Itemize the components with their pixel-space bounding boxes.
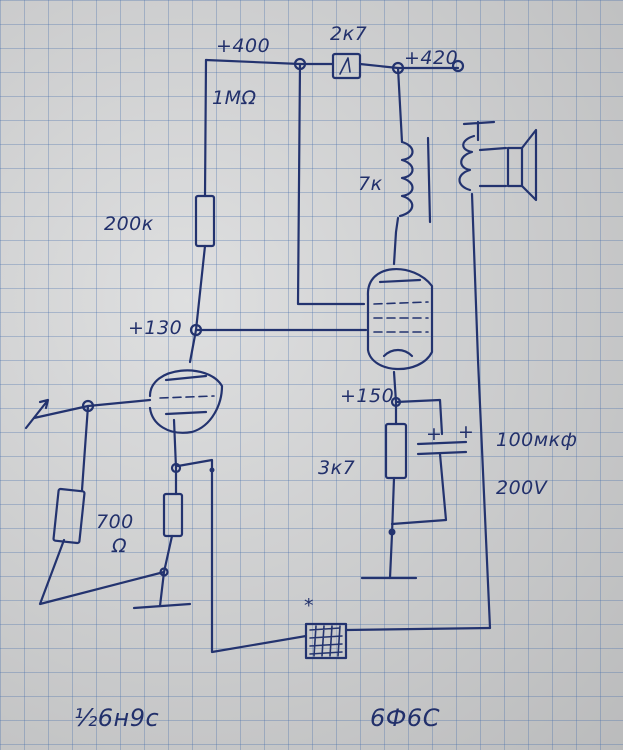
label-ohm: Ω	[111, 535, 127, 557]
bottom-component	[304, 622, 348, 660]
node-v2-ground	[388, 528, 396, 536]
label-cap-plus-left: +	[426, 423, 442, 445]
label-200v: 200V	[496, 477, 549, 499]
tube-v1-6n9s	[148, 369, 224, 434]
ground-v1	[132, 602, 192, 610]
label-700: 700	[96, 511, 134, 533]
nodes	[81, 57, 465, 577]
node-plus420	[391, 61, 405, 75]
label-plus400: +400	[216, 35, 270, 57]
wire-input-to-grid	[86, 398, 152, 408]
wire-from-choke	[358, 62, 400, 70]
label-feedback-1m: 1МΩ	[212, 87, 257, 109]
ot-secondary-coil	[458, 134, 476, 192]
resistor-200k	[194, 194, 216, 248]
wire-150-to-cap	[394, 398, 444, 436]
wire-700-to-ground	[162, 534, 174, 574]
input-terminal	[81, 399, 95, 413]
label-plus420: +420	[404, 47, 458, 69]
tube-v1-plate	[164, 374, 208, 382]
bottom-component-hatch	[309, 625, 343, 657]
label-7k: 7к	[358, 173, 383, 195]
node-v1-cathode	[170, 462, 182, 474]
wire-grid-leak-bottom	[38, 538, 166, 606]
node-plus400	[293, 57, 307, 71]
ot-core	[426, 136, 432, 224]
wire-v2-ground-leg	[388, 532, 394, 580]
ground-symbols	[132, 576, 418, 610]
wire-to-ot-primary	[396, 66, 404, 144]
wire-left-upper	[203, 58, 208, 198]
label-choke: 2к7	[330, 23, 367, 45]
tube-v2-screen	[373, 301, 429, 305]
node-plus130	[189, 323, 203, 337]
wire-v1-cathode	[172, 418, 178, 470]
tube-v1-envelope	[148, 369, 224, 434]
label-200k: 200к	[104, 213, 154, 235]
choke-mark	[339, 57, 351, 75]
resistor-3k7	[384, 422, 408, 480]
label-3k7: 3к7	[318, 457, 355, 479]
speaker-magnet	[506, 146, 524, 188]
wire-200k-to-130	[194, 244, 207, 332]
resistor-700	[162, 492, 184, 538]
label-100uf: 100мкф	[496, 429, 577, 451]
label-cap-plus-right: +	[458, 421, 474, 443]
wire-v1-ground-leg	[158, 570, 166, 608]
wire-secondary-down	[470, 192, 492, 630]
wire-ot-to-v2	[392, 216, 400, 266]
resistor-grid-leak	[52, 487, 86, 545]
tube-v1-cathode	[164, 410, 208, 416]
node-feedback	[209, 467, 215, 473]
ot-secondary-tap	[462, 120, 496, 142]
wire-cap-to-ground	[390, 452, 448, 526]
labels: +400 2к7 +420 1МΩ 200к +130 7к +150 3к7 …	[74, 23, 577, 732]
node-v1-ground	[159, 567, 169, 577]
speaker-leads	[478, 146, 508, 188]
tube-v2-envelope	[366, 267, 434, 371]
wire-grid-leak-top	[80, 404, 90, 492]
tube-v1-grid	[159, 395, 215, 399]
tube-v2-6f6s	[366, 267, 434, 371]
label-tube-v2: 6Ф6С	[370, 704, 440, 732]
wire-bottom-right	[344, 626, 492, 632]
tube-v2-cathode	[382, 348, 414, 358]
wire-screen-grid	[296, 62, 366, 306]
supply-terminal	[451, 59, 465, 73]
label-tube-v1: ½6н9с	[74, 704, 159, 732]
label-plus130: +130	[128, 317, 182, 339]
label-mark: *	[304, 595, 314, 617]
wire-input-stub	[32, 404, 90, 420]
wire-3k7-to-ground	[390, 476, 396, 536]
choke-2k7	[331, 52, 362, 80]
wires	[32, 58, 492, 654]
wire-bottom-left	[176, 458, 308, 654]
label-plus150: +150	[340, 385, 394, 407]
wire-top-left	[204, 58, 302, 66]
ot-primary-coil	[398, 140, 414, 218]
capacitor-100uf	[416, 440, 468, 456]
tube-v2-plate	[378, 278, 422, 284]
node-plus150	[390, 396, 402, 408]
input-arrow-icon	[24, 398, 50, 430]
speaker-icon	[520, 128, 538, 202]
